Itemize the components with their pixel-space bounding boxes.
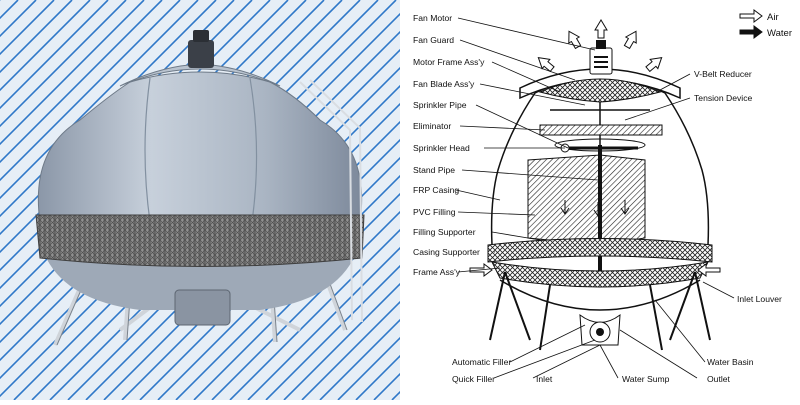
label-motor-frame: Motor Frame Ass'y — [413, 57, 485, 67]
background-stripe — [193, 192, 400, 400]
label-automatic-filler: Automatic Filler — [452, 357, 511, 367]
background-stripe — [0, 0, 199, 200]
label-outlet: Outlet — [707, 374, 731, 384]
label-casing-supporter: Casing Supporter — [413, 247, 480, 257]
label-water-sump: Water Sump — [622, 374, 670, 384]
side-rail — [299, 79, 363, 323]
inlet-louver-band — [35, 214, 365, 267]
part-labels: Fan Motor Fan Guard Motor Frame Ass'y Fa… — [413, 13, 782, 384]
label-fan-blade: Fan Blade Ass'y — [413, 79, 475, 89]
label-eliminator: Eliminator — [413, 121, 451, 131]
tank-body — [37, 71, 363, 223]
background-stripe — [283, 282, 400, 400]
label-inlet: Inlet — [536, 374, 553, 384]
legend: Air Water — [739, 9, 792, 39]
background-stripe — [0, 0, 163, 164]
background-stripe — [0, 0, 217, 218]
label-fan-motor: Fan Motor — [413, 13, 452, 23]
cooling-tower-photo — [0, 0, 400, 400]
water-legend-icon — [739, 25, 763, 39]
filling-supporter-grid — [487, 238, 713, 263]
background-stripe — [0, 0, 73, 74]
diagram-legs — [489, 271, 711, 351]
label-frame-assy: Frame Ass'y — [413, 267, 461, 277]
tower-outline — [490, 68, 710, 246]
background-stripe — [229, 228, 400, 400]
label-pvc-filling: PVC Filling — [413, 207, 456, 217]
fan-guard — [538, 78, 662, 103]
inlet-louver-grid — [491, 261, 709, 288]
fan-motor — [188, 40, 214, 68]
water-sump-outlet — [174, 289, 231, 326]
air-legend-label: Air — [767, 12, 779, 23]
label-filling-supporter: Filling Supporter — [413, 227, 476, 237]
label-quick-filler: Quick Filler — [452, 374, 495, 384]
label-vbelt-reducer: V-Belt Reducer — [694, 69, 752, 79]
background-stripe — [0, 0, 145, 146]
label-frp-casing: FRP Casing — [413, 185, 459, 195]
water-legend-label: Water — [767, 28, 792, 39]
background-stripe — [0, 0, 91, 92]
background-stripe — [211, 210, 400, 400]
cooling-tower-photo-illustration — [0, 0, 400, 400]
pvc-filling-right — [599, 154, 646, 246]
background-stripe — [0, 0, 235, 236]
background-stripe — [0, 0, 181, 182]
label-water-basin: Water Basin — [707, 357, 754, 367]
cutaway-diagram: Air Water — [400, 0, 800, 400]
pvc-filling-left — [527, 154, 601, 246]
label-sprinkler-pipe: Sprinkler Pipe — [413, 100, 467, 110]
label-inlet-louver: Inlet Louver — [737, 294, 782, 304]
background-stripe — [0, 0, 109, 110]
eliminator-shape — [539, 124, 663, 136]
background-stripe — [0, 0, 127, 128]
cutaway-diagram-svg: Air Water — [413, 9, 792, 384]
background-stripe — [319, 318, 400, 400]
background-stripe — [247, 246, 400, 400]
water-basin-shape — [499, 279, 701, 311]
label-tension-device: Tension Device — [694, 93, 752, 103]
label-stand-pipe: Stand Pipe — [413, 165, 455, 175]
label-fan-guard: Fan Guard — [413, 35, 454, 45]
leader-lines — [455, 17, 735, 379]
background-stripe — [301, 300, 400, 400]
label-sprinkler-head: Sprinkler Head — [413, 143, 470, 153]
background-stripe — [265, 264, 400, 400]
background-stripe — [175, 174, 400, 400]
air-legend-icon — [739, 9, 763, 23]
